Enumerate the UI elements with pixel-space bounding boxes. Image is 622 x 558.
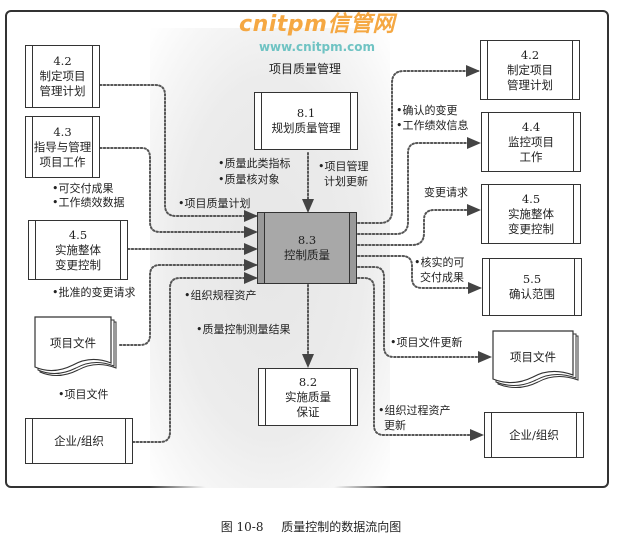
process-id: 4.5 [521,191,541,206]
label-work-performance-info: •工作绩效信息 [396,119,469,132]
figure-number: 图 10-8 [220,520,264,534]
label-opa-updates-2: 更新 [384,419,406,432]
flow-4-3-to-8-3 [99,147,258,238]
process-enterprise-org-left[interactable]: 企业/组织 [25,418,133,464]
process-id: 8.1 [296,106,316,120]
process-id: 4.2 [520,47,540,62]
document-name: 项目文件 [510,350,556,364]
process-name-line1: 监控项目 [508,134,554,149]
flow-8-3-to-docs [357,266,492,363]
flow-8-3-to-4-2 [357,65,480,224]
process-name-line1: 制定项目 [507,62,553,77]
document-icon [492,330,579,388]
process-name-line2: 保证 [296,404,320,419]
process-id: 8.2 [298,374,318,389]
process-enterprise-org-right[interactable]: 企业/组织 [484,412,584,458]
label-org-process-assets: •组织规程资产 [184,289,257,302]
label-project-docs-updates: •项目文件更新 [390,336,463,349]
flow-org-to-8-3 [132,272,258,443]
label-project-quality-plan: •项目质量计划 [178,197,251,210]
label-verified-deliverables-2: 交付成果 [420,271,464,284]
process-id: 4.2 [53,54,72,68]
process-4-4-monitor-control[interactable]: 4.4 监控项目 工作 [481,112,581,172]
process-name: 企业/组织 [509,427,559,442]
group-title: 项目质量管理 [268,62,341,76]
process-name-line1: 实施整体 [508,206,554,221]
label-work-performance-data: •工作绩效数据 [52,196,125,209]
label-deliverables: •可交付成果 [52,182,114,195]
document-project-docs-right[interactable]: 项目文件 [492,330,582,396]
process-name-line1: 指导与管理 [33,139,92,154]
process-name-line1: 制定项目 [39,69,86,83]
watermark-brand: cnitpm信管网 [239,12,395,37]
process-name-line2: 项目工作 [39,154,86,169]
process-id: 4.3 [53,124,72,139]
label-change-requests: 变更请求 [424,186,468,199]
process-name-line2: 变更控制 [508,221,554,236]
label-validated-changes: •确认的变更 [396,104,458,117]
flow-8-3-to-4-5 [357,204,481,246]
process-4-2-left[interactable]: 4.2 制定项目 管理计划 [25,45,100,108]
process-8-2-perform-qa[interactable]: 8.2 实施质量 保证 [258,368,358,426]
process-4-5-left[interactable]: 4.5 实施整体 变更控制 [28,220,128,280]
process-id: 8.3 [297,233,317,247]
process-4-5-right[interactable]: 4.5 实施整体 变更控制 [481,184,581,244]
process-name: 控制质量 [284,248,330,262]
label-pm-plan-updates-1: •项目管理 [318,160,369,173]
label-opa-updates-1: •组织过程资产 [378,404,451,417]
figure-caption: 图 10-8 质量控制的数据流向图 [0,520,622,535]
process-name-line2: 管理计划 [39,84,86,98]
flow-8-3-to-4-4 [357,137,481,235]
process-4-2-right[interactable]: 4.2 制定项目 管理计划 [480,40,580,100]
process-name-line2: 管理计划 [507,77,553,92]
process-5-5-validate-scope[interactable]: 5.5 确认范围 [482,258,582,316]
process-8-3-control-quality[interactable]: 8.3 控制质量 [257,212,357,284]
label-project-docs-input: •项目文件 [58,388,109,401]
process-id: 4.4 [521,119,541,134]
process-name-line1: 实施整体 [55,242,101,257]
label-qc-measurements: •质量控制测量结果 [196,323,291,336]
label-pm-plan-updates-2: 计划更新 [324,175,368,188]
process-name-line2: 变更控制 [55,257,101,272]
process-name: 确认范围 [509,287,555,301]
document-project-docs-left[interactable]: 项目文件 [34,316,122,384]
process-name-line2: 工作 [519,149,543,164]
label-quality-metrics: •质量此类指标 [218,157,291,170]
process-name: 企业/组织 [54,433,104,448]
process-id: 4.5 [68,227,88,242]
label-approved-change-requests: •批准的变更请求 [52,286,136,299]
document-icon [34,316,117,376]
label-verified-deliverables-1: •核实的可 [414,256,465,269]
process-name: 规划质量管理 [271,121,341,135]
watermark-url: www.cnitpm.com [258,40,376,54]
flow-8-3-to-org [357,277,484,441]
flow-docs-to-8-3 [119,259,258,346]
figure-title: 质量控制的数据流向图 [281,520,402,534]
document-name: 项目文件 [50,336,96,350]
flow-8-3-to-5-5 [357,255,482,294]
process-4-3-left[interactable]: 4.3 指导与管理 项目工作 [25,116,100,178]
flow-4-2-to-8-3 [99,84,258,222]
process-8-1-plan-quality[interactable]: 8.1 规划质量管理 [254,92,358,150]
label-quality-checklists: •质量核对象 [218,173,280,186]
process-id: 5.5 [522,272,542,286]
process-name-line1: 实施质量 [285,389,331,404]
